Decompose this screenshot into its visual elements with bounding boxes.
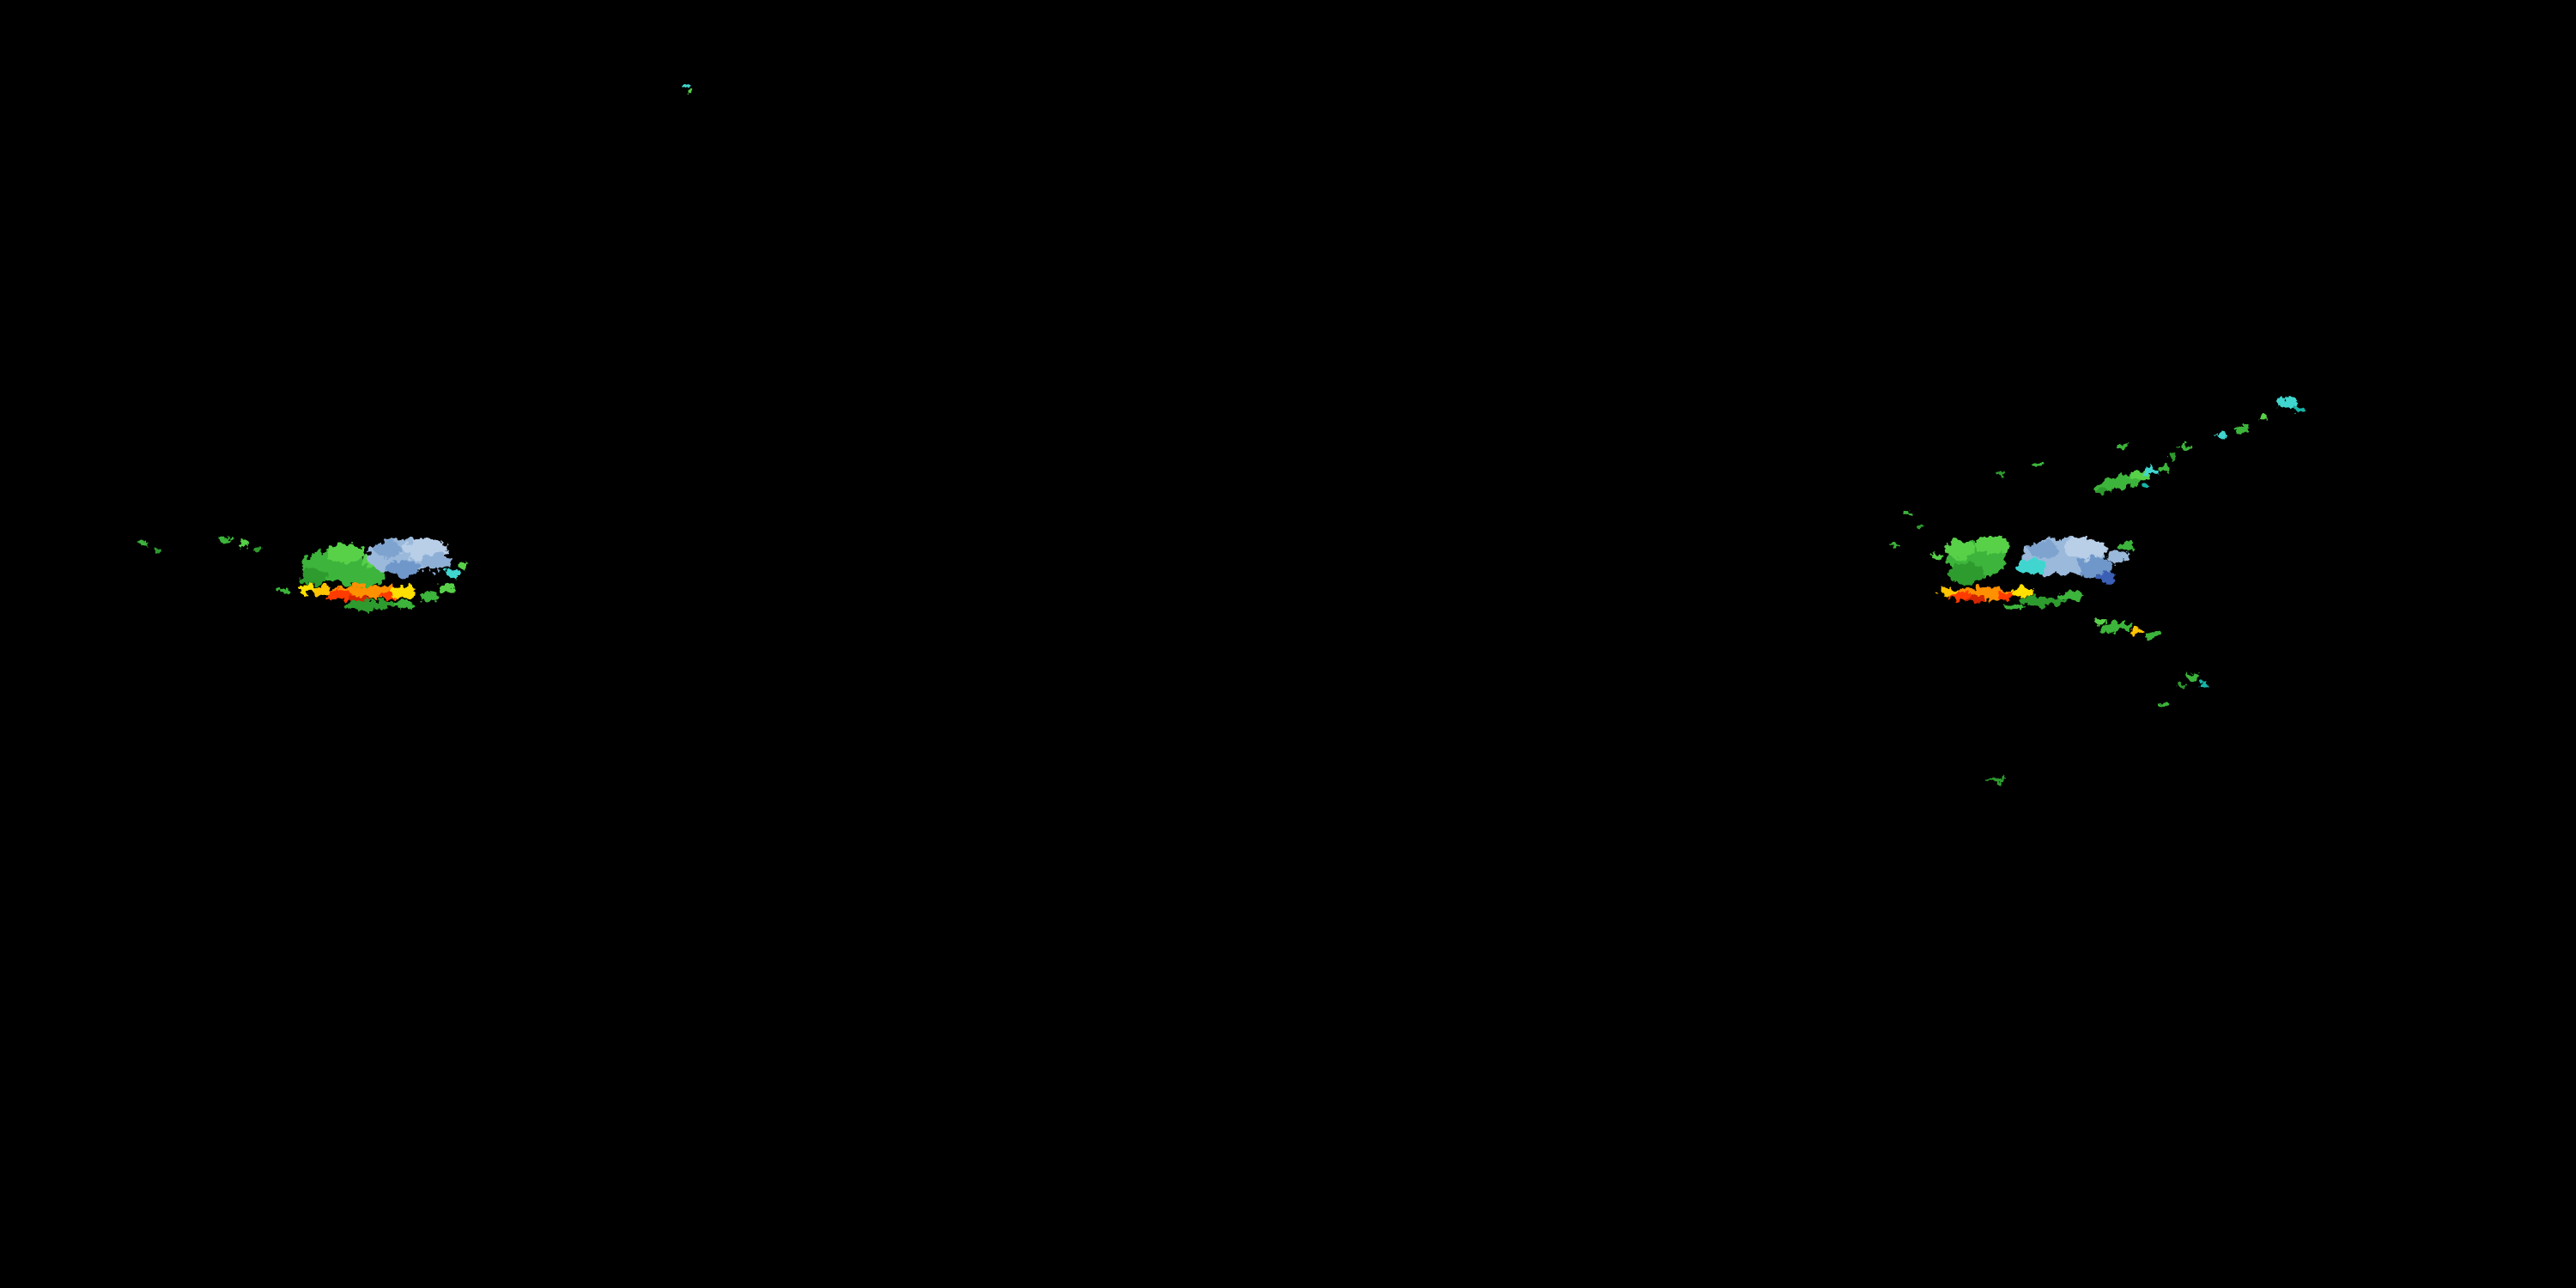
radar-echo-cell: [1966, 596, 1984, 603]
radar-echo-cell: [2118, 444, 2127, 449]
radar-echo-cell: [1987, 777, 2004, 782]
radar-echo-cell: [2097, 572, 2114, 582]
radar-echo-cell: [2021, 596, 2066, 606]
radar-echo-cell: [240, 542, 248, 547]
radar-echo-cell: [345, 600, 393, 611]
radar-echo-cell: [2142, 466, 2158, 475]
radar-echo-cell: [2180, 444, 2190, 449]
radar-echo-cell: [682, 83, 689, 88]
radar-echo-cell: [254, 547, 261, 552]
radar-echo-cell: [1917, 523, 1923, 528]
radar-echo-cell: [1932, 553, 1942, 560]
radar-echo-cell: [2076, 557, 2114, 576]
radar-echo-cell: [1944, 540, 1975, 559]
radar-echo-cell: [2292, 406, 2304, 413]
radar-echo-cell: [2097, 488, 2111, 495]
radar-echo-cell: [2168, 454, 2177, 459]
radar-echo-cell: [297, 585, 314, 593]
radar-echo-cell: [2119, 542, 2136, 550]
radar-echo-cell: [1996, 471, 2005, 477]
radar-echo-cell: [2099, 622, 2133, 632]
radar-echo-cell: [2004, 603, 2025, 610]
radar-echo-cell: [386, 560, 421, 577]
radar-echo-cell: [2177, 684, 2185, 690]
radar-echo-cell: [390, 586, 417, 597]
radar-echo-cell: [687, 89, 692, 93]
radar-cluster-west-storm-cell: [139, 536, 469, 611]
radar-cluster-southeast-echoes: [1987, 619, 2208, 782]
radar-echo-cell: [2059, 592, 2083, 600]
radar-echo-cell: [2145, 632, 2159, 639]
radar-echo-cell: [2129, 629, 2143, 635]
radar-echo-cell: [2160, 702, 2168, 707]
radar-echo-cell: [1998, 592, 2014, 600]
radar-echo-cell: [2276, 398, 2299, 408]
radar-echo-cell: [2011, 587, 2035, 598]
radar-cluster-far-northeast-specks: [2168, 398, 2304, 459]
radar-echo-cell: [2063, 538, 2107, 558]
radar-echo-cell: [1939, 588, 1956, 597]
radar-echo-cell: [2032, 462, 2042, 467]
radar-echo-cell: [438, 584, 455, 592]
radar-echo-cell: [2095, 619, 2105, 624]
radar-echo-cell: [2107, 550, 2128, 562]
radar-echo-cell: [1890, 542, 1897, 547]
radar-echo-cell: [349, 595, 369, 602]
radar-echo-cell: [278, 587, 289, 594]
radar-echo-cell: [326, 590, 354, 600]
radar-echo-cell: [374, 542, 402, 557]
radar-echo-cell: [218, 536, 232, 543]
radar-echo-cell: [2142, 483, 2151, 489]
radar-echo-cell: [300, 568, 327, 586]
radar-cluster-east-storm-cell: [1890, 511, 2136, 610]
radar-echo-cell: [326, 544, 364, 564]
radar-cluster-northwest-speck: [682, 83, 692, 93]
radar-echo-cell: [392, 599, 416, 608]
radar-echo-cell: [1951, 592, 1971, 600]
radar-echo-cell: [313, 586, 333, 596]
radar-echo-cell: [2159, 465, 2172, 472]
radar-echo-cell: [154, 548, 161, 553]
radar-echo-cell: [139, 540, 149, 547]
radar-echo-cell: [1904, 511, 1912, 516]
radar-echo-cell: [2018, 559, 2045, 574]
radar-echo-cell: [419, 592, 440, 602]
radar-echo-cell: [1947, 563, 1985, 584]
radar-echo-cell: [2217, 433, 2227, 438]
radar-echo-cell: [1975, 537, 2009, 554]
radar-echo-cell: [446, 569, 461, 578]
radar-cluster-northeast-band: [1996, 444, 2172, 495]
radar-echo-cell: [459, 563, 469, 570]
radar-echo-cell: [2260, 416, 2267, 421]
radar-echo-cell: [421, 554, 452, 571]
radar-echo-cell: [2198, 682, 2208, 689]
radar-echo-cell: [2236, 426, 2250, 433]
radar-echo-cell: [2185, 672, 2201, 681]
radar-echo-cell: [2028, 541, 2059, 558]
